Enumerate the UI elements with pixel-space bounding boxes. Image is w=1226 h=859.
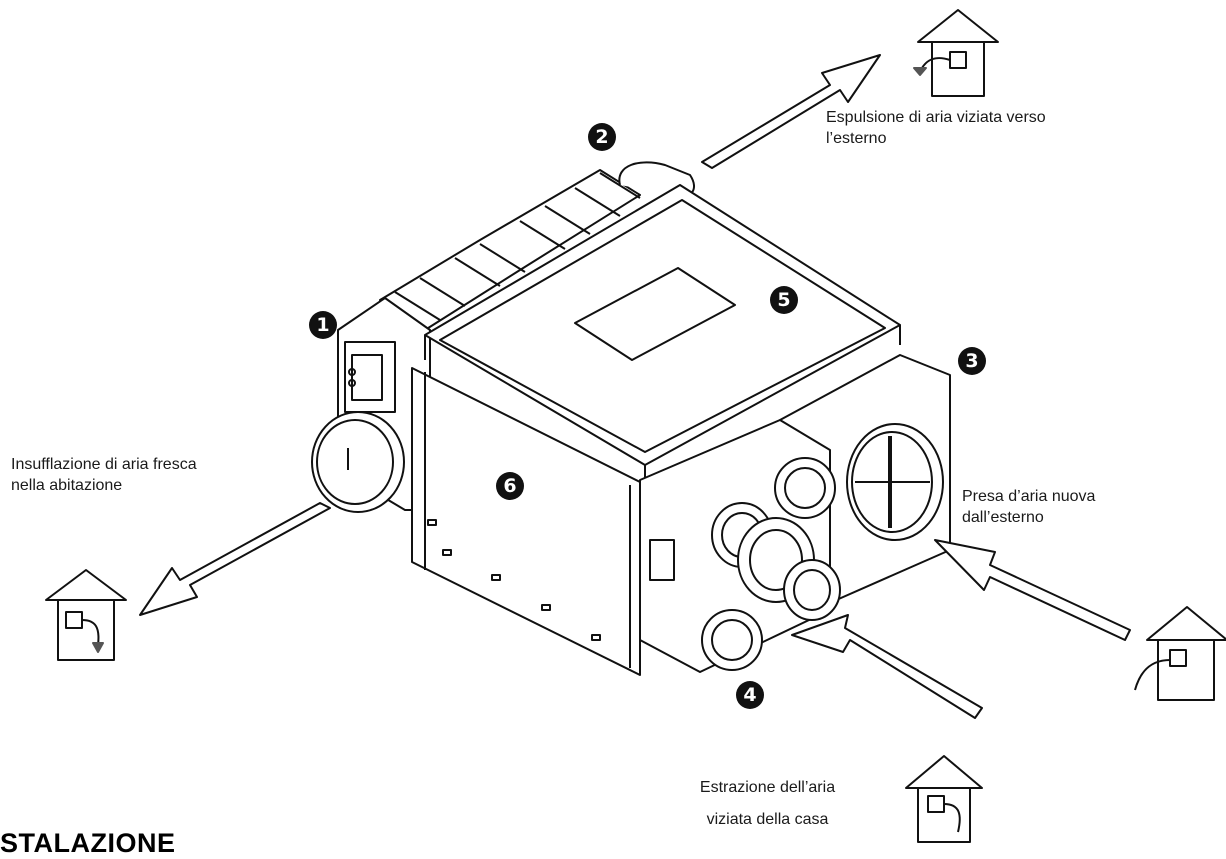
section-heading: STALAZIONE (0, 828, 176, 858)
marker-6: 6 (496, 472, 524, 500)
house-icon-extract (905, 755, 983, 843)
left-service-block (311, 297, 431, 513)
marker-3: 3 (958, 347, 986, 375)
marker-5: 5 (770, 286, 798, 314)
extract-ports-block (639, 419, 841, 673)
label-exhaust-out: Espulsione di aria viziata verso l’ester… (826, 109, 1046, 147)
house-icon-fresh (1134, 606, 1226, 701)
marker-1: 1 (309, 311, 337, 339)
extract-arrow (791, 614, 983, 719)
top-lid (424, 184, 901, 482)
fresh-intake-arrow (934, 539, 1131, 641)
front-panel (411, 367, 641, 676)
marker-4: 4 (736, 681, 764, 709)
supply-arrow (139, 502, 331, 616)
label-supply-in: Insufflazione di aria fresca nella abita… (11, 456, 197, 494)
label-fresh-intake: Presa d’aria nuova dall’esterno (962, 488, 1096, 526)
house-icon-exhaust (913, 9, 999, 97)
exhaust-arrow (701, 54, 881, 169)
label-extract-in: Estrazione dell’aria viziata della casa (699, 779, 836, 828)
marker-2: 2 (588, 123, 616, 151)
house-icon-supply (45, 569, 127, 661)
